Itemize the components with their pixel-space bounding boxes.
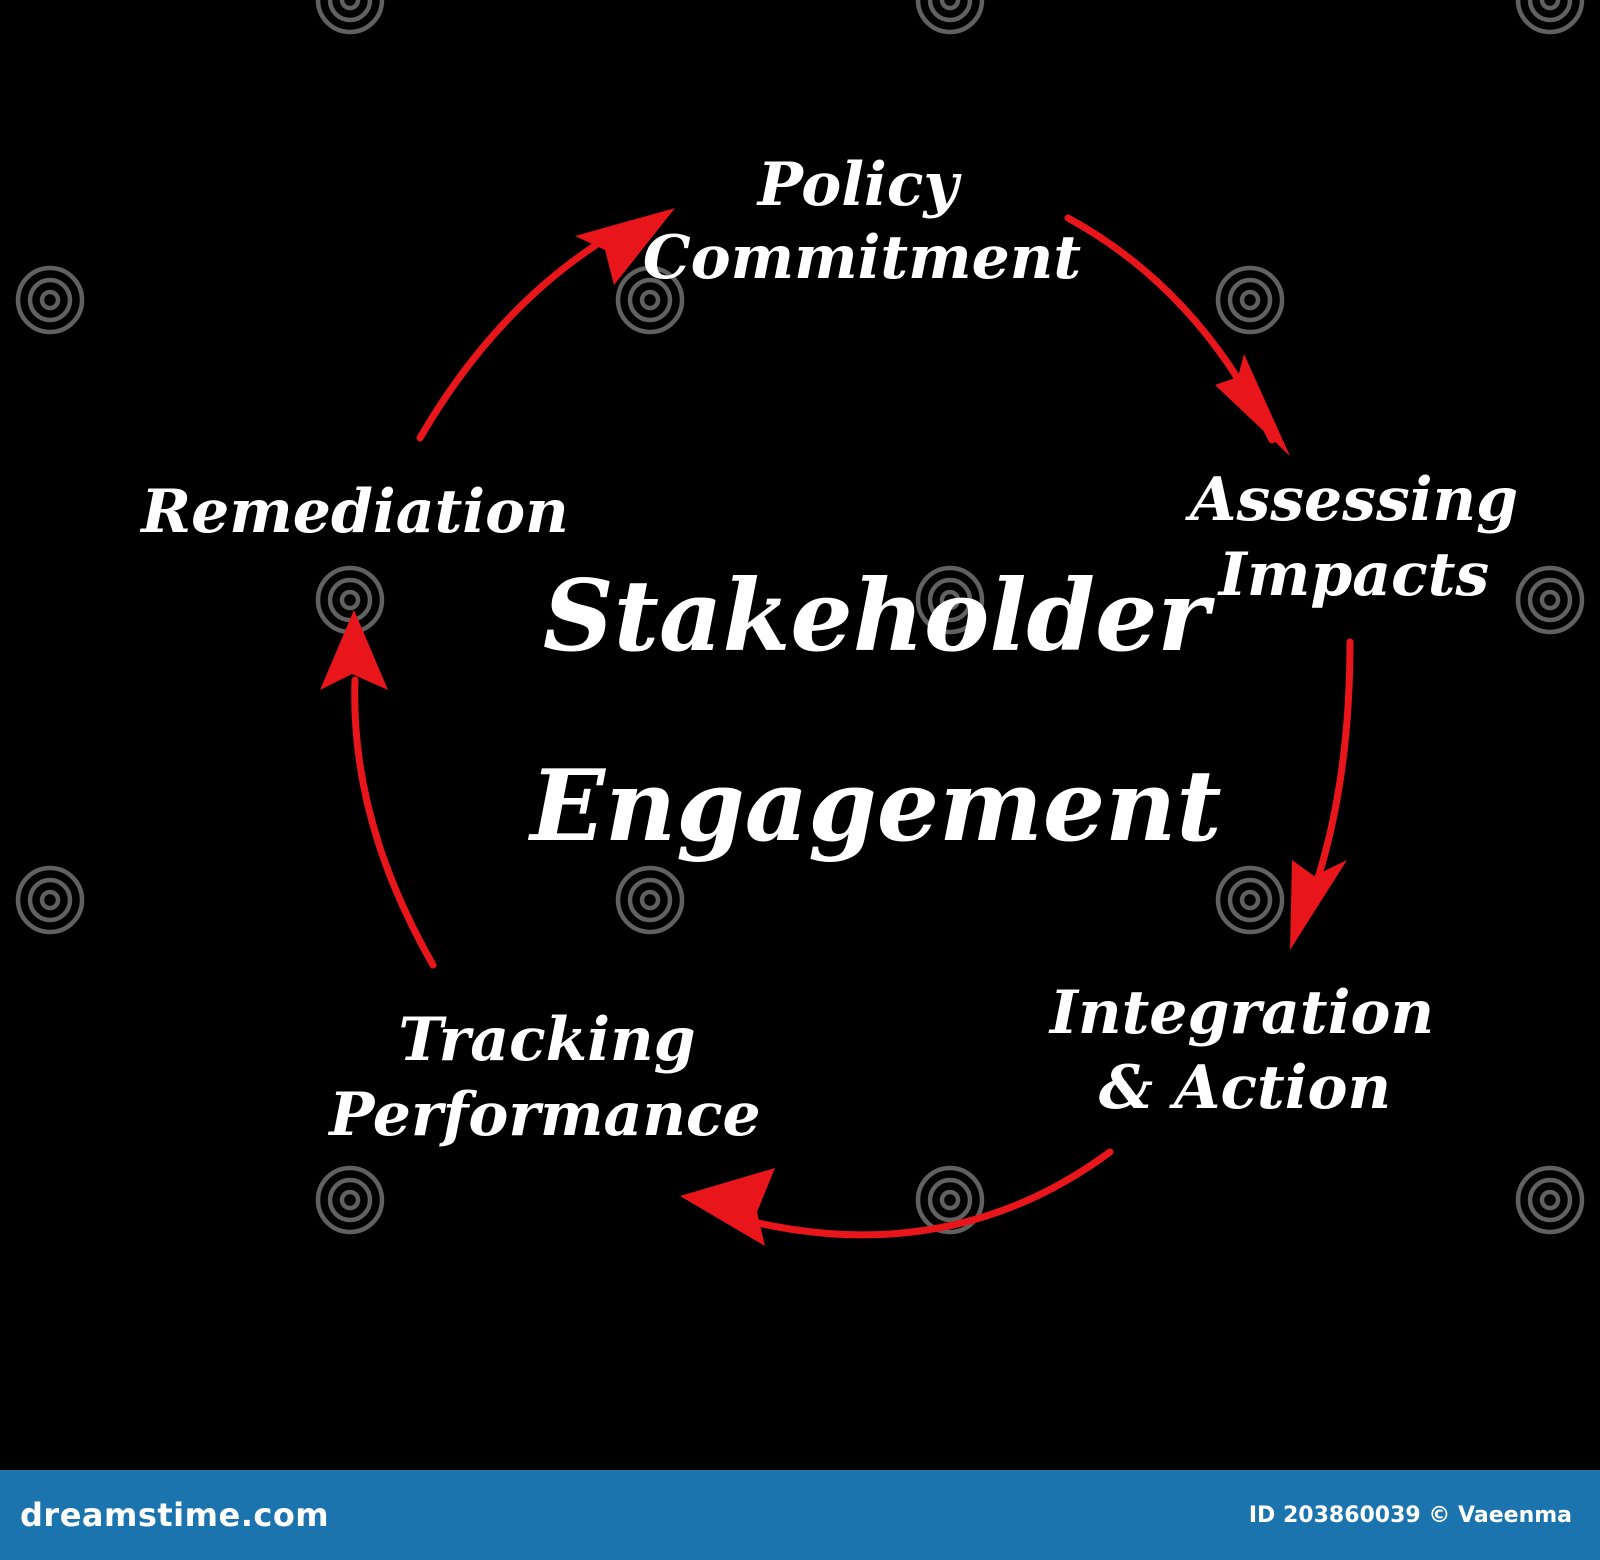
- dreamstime-spiral-icon: [315, 0, 385, 35]
- arrow-integration-to-tracking: [680, 1148, 1114, 1246]
- dreamstime-spiral-icon: [1515, 565, 1585, 635]
- arrow-shaft: [351, 676, 437, 969]
- dreamstime-spiral-icon: [615, 865, 685, 935]
- step-assessing-line2: Impacts: [1217, 540, 1489, 610]
- center-title-line1: Stakeholder: [543, 559, 1216, 674]
- dreamstime-spiral-icon: [915, 1165, 985, 1235]
- step-policy-line1: Policy: [756, 150, 963, 220]
- arrow-policy-to-assessing: [1064, 214, 1290, 456]
- image-credit-text: ID 203860039 © Vaeenma: [1248, 1502, 1572, 1528]
- step-remediation: Remediation: [139, 477, 568, 547]
- step-tracking-line2: Performance: [327, 1080, 760, 1150]
- arrow-head: [1215, 354, 1290, 456]
- dreamstime-spiral-icon: [15, 265, 85, 335]
- step-policy-line2: Commitment: [643, 223, 1082, 293]
- arrow-shaft: [416, 226, 624, 442]
- dreamstime-spiral-icon: [315, 1165, 385, 1235]
- arrow-tracking-to-remediation: [320, 610, 437, 969]
- dreamstime-spiral-icon: [1215, 265, 1285, 335]
- arrow-remediation-to-policy: [416, 208, 675, 442]
- arrow-assessing-to-integration: [1290, 638, 1354, 950]
- cycle-diagram: Policy Commitment Assessing Impacts Inte…: [15, 0, 1585, 1246]
- arrow-head: [320, 610, 388, 690]
- arrow-head: [680, 1168, 775, 1246]
- dreamstime-spiral-icon: [1515, 0, 1585, 35]
- step-tracking-line1: Tracking: [398, 1005, 695, 1075]
- watermark-layer: [15, 0, 1585, 1235]
- arrow-shaft: [741, 1148, 1114, 1239]
- dreamstime-spiral-icon: [15, 865, 85, 935]
- watermark-footer-bar: dreamstime.com ID 203860039 © Vaeenma: [0, 1470, 1600, 1560]
- step-integration-line1: Integration: [1048, 978, 1434, 1048]
- dreamstime-spiral-icon: [915, 0, 985, 35]
- arrow-head: [1290, 860, 1347, 950]
- step-integration-line2: & Action: [1099, 1053, 1391, 1123]
- arrow-head: [575, 208, 675, 285]
- step-assessing-line1: Assessing: [1185, 465, 1518, 535]
- dreamstime-spiral-icon: [1515, 1165, 1585, 1235]
- dreamstime-spiral-icon: [915, 565, 985, 635]
- center-title-line2: Engagement: [527, 749, 1221, 864]
- watermark-site-text: dreamstime.com: [20, 1496, 330, 1534]
- dreamstime-spiral-icon: [615, 265, 685, 335]
- dreamstime-spiral-icon: [1215, 865, 1285, 935]
